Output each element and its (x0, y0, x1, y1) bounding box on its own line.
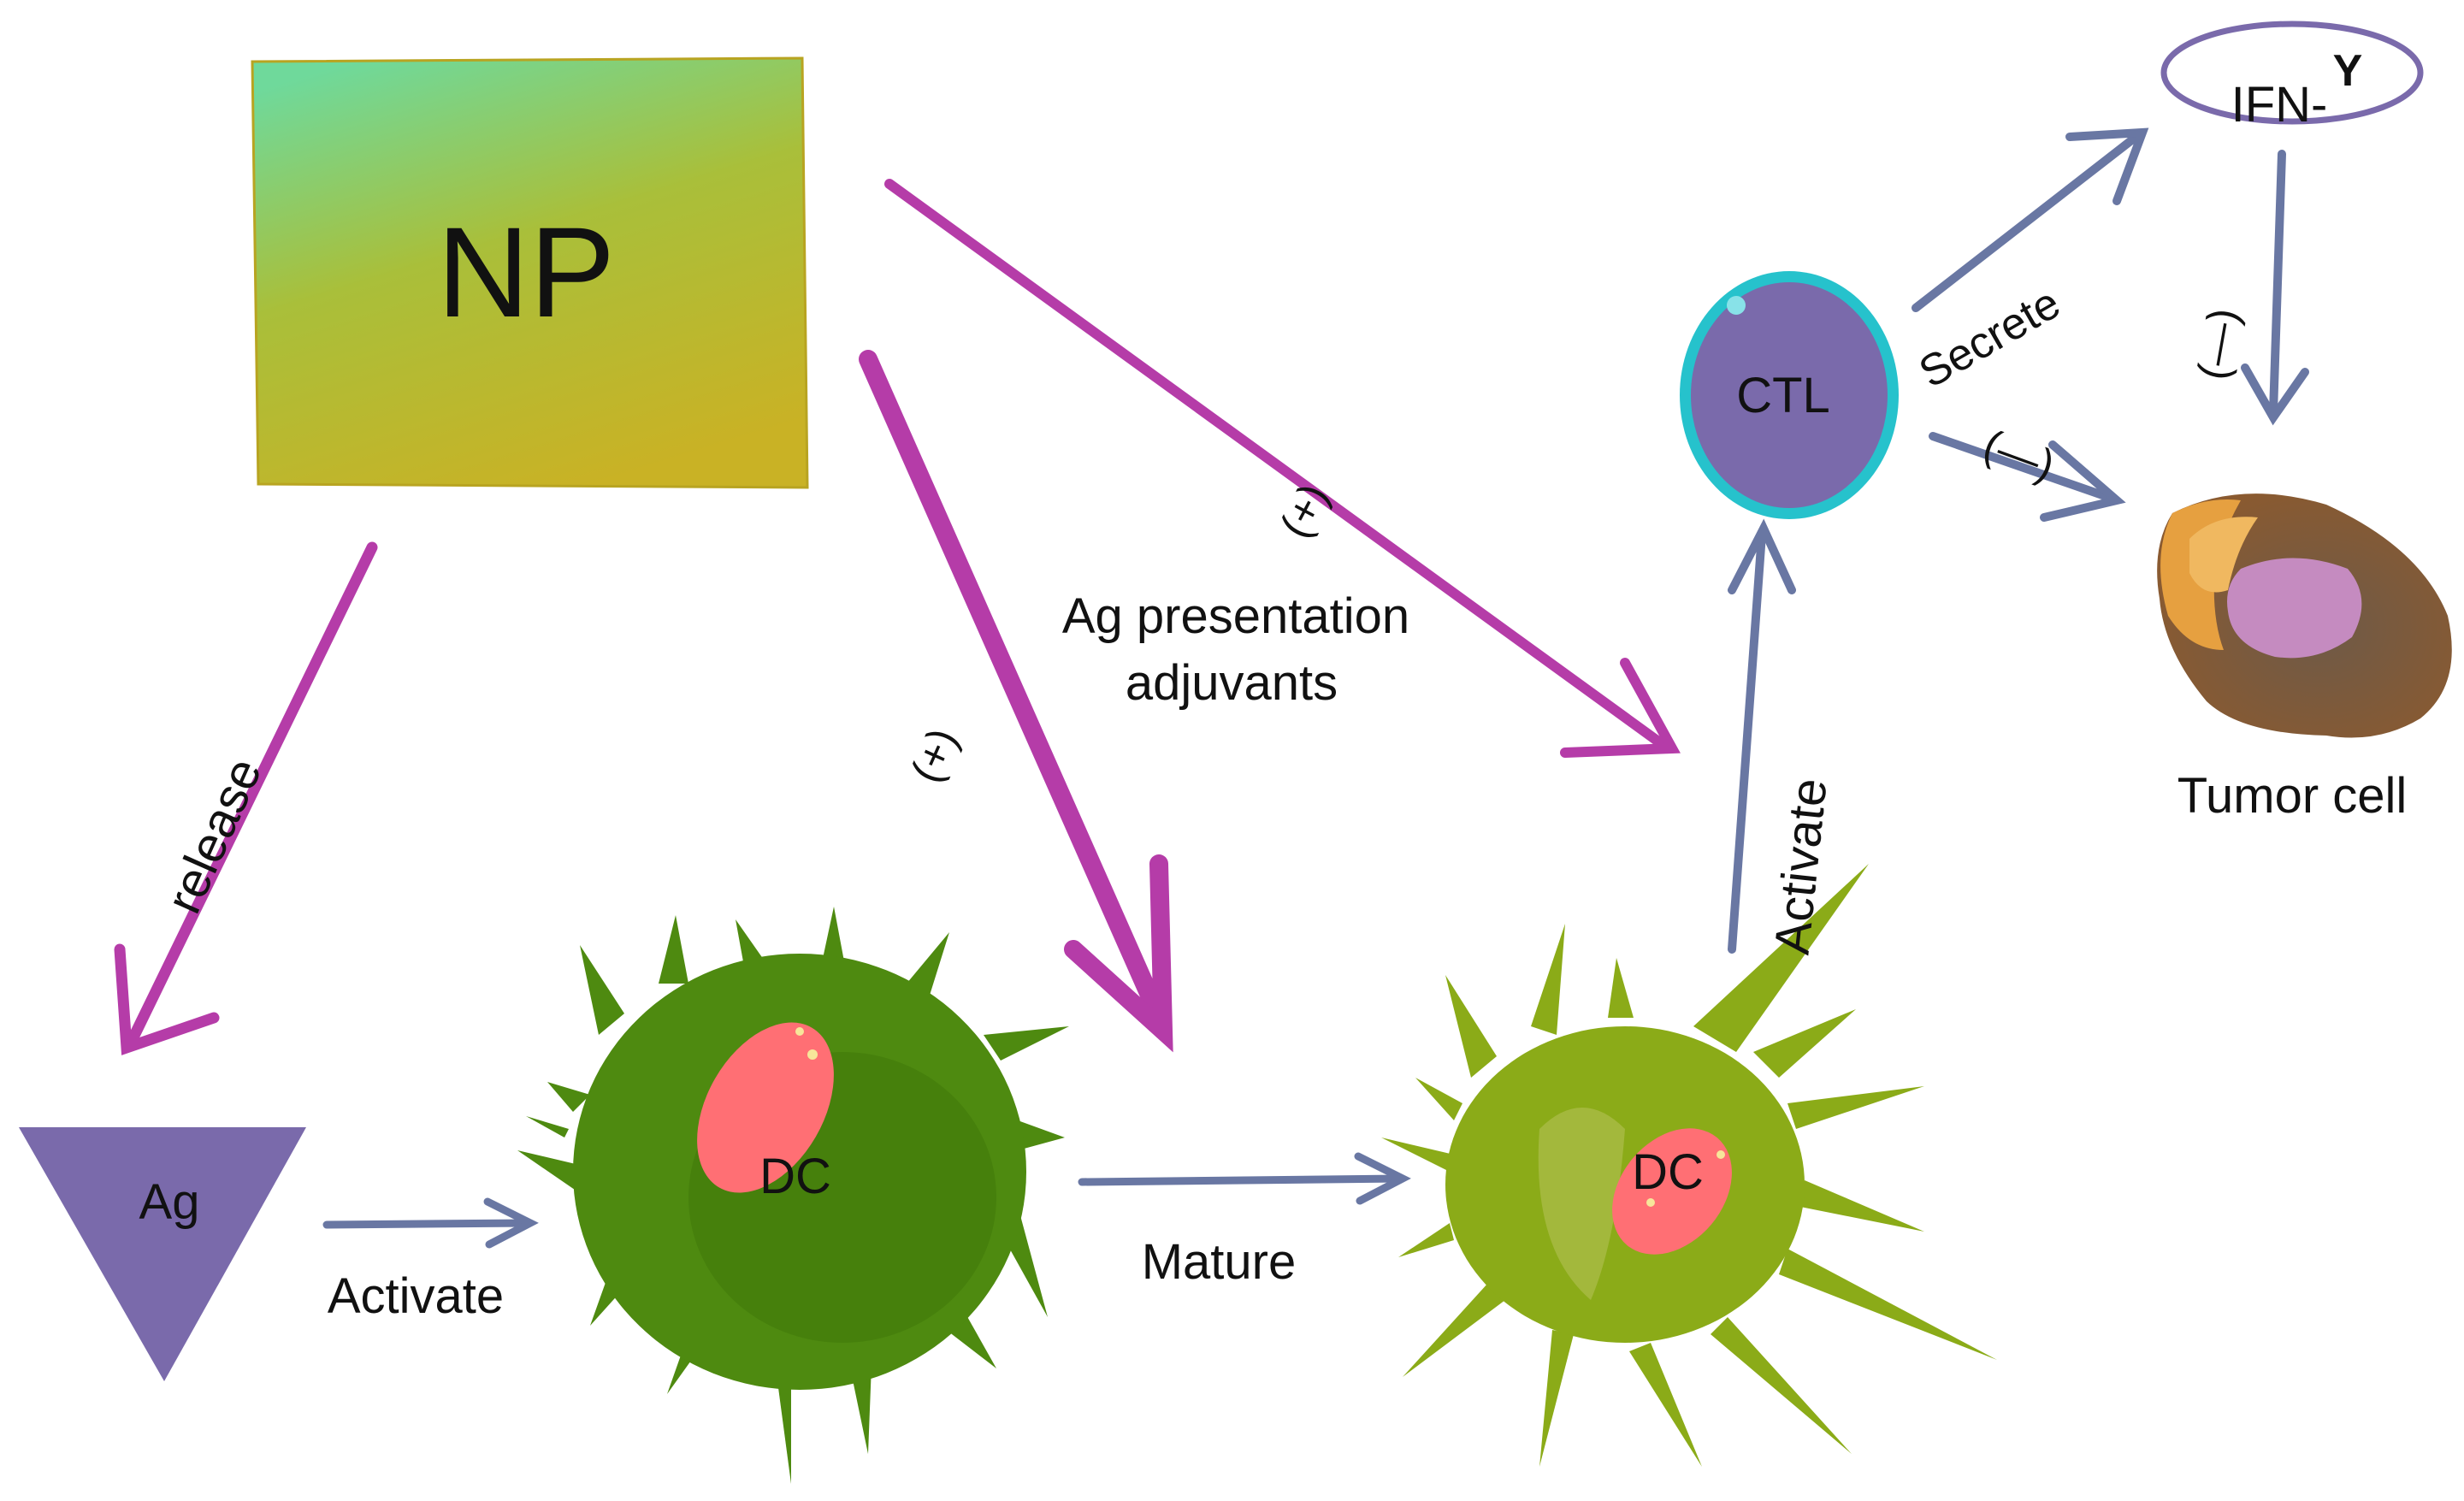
activate-ag-dc-label: Activate (328, 1268, 504, 1324)
dc-immature-spikes (517, 907, 1069, 1484)
minus-sign-ifn-tumor: (—) (2188, 304, 2248, 383)
ifn-gamma-sup: Y (2333, 46, 2363, 96)
ag-triangle (19, 1127, 306, 1381)
dc-mature-dendrites (1381, 864, 1997, 1467)
arrow-np-ag (114, 541, 378, 1055)
ag-node: Ag (19, 1127, 306, 1381)
np-node: NP (251, 56, 809, 489)
arrow-ag-dc (322, 1197, 539, 1249)
dc-immature-nucleus (697, 1022, 834, 1193)
ifn-label: IFN- (2231, 77, 2328, 133)
mature-label: Mature (1142, 1234, 1297, 1290)
ctl-body (1691, 282, 1888, 508)
adjuvants-label: adjuvants (1126, 655, 1338, 711)
ag-presentation-label: Ag presentation (1062, 588, 1409, 644)
dc-mature-label: DC (1632, 1144, 1704, 1200)
arrow-dc-ctl (1728, 518, 1796, 954)
arrow-ifn-tumor (2241, 150, 2309, 426)
plus-sign-dc: (+) (901, 721, 967, 789)
tumor-label: Tumor cell (2177, 768, 2408, 824)
ifn-ellipse (2160, 21, 2424, 125)
dc-mature-node: DC (1381, 864, 1997, 1467)
ctl-label: CTL (1736, 368, 1830, 423)
dc-mature-nucleus (1612, 1128, 1732, 1255)
np-label: NP (437, 200, 615, 344)
ctl-node: CTL (1680, 271, 1899, 519)
release-label: release (156, 750, 273, 921)
dc-immature-label: DC (759, 1149, 831, 1204)
dc-immature-node: DC (517, 907, 1069, 1484)
arrow-ctl-tumor (1929, 432, 2126, 522)
np-box (251, 56, 809, 489)
tumor-nucleus (2227, 558, 2362, 659)
plus-sign-ctl: (+) (1271, 476, 1338, 545)
ag-label: Ag (139, 1174, 200, 1230)
arrow-np-ctl (884, 179, 1681, 758)
tumor-node: Tumor cell (2157, 493, 2452, 824)
arrow-ctl-ifn (1912, 127, 2149, 312)
ifn-node: IFN- Y (2160, 21, 2424, 133)
activate-dc-ctl-label: Activate (1764, 776, 1838, 957)
arrow-np-dc (859, 350, 1173, 1053)
arrow-dc-maturedc (1078, 1152, 1411, 1205)
